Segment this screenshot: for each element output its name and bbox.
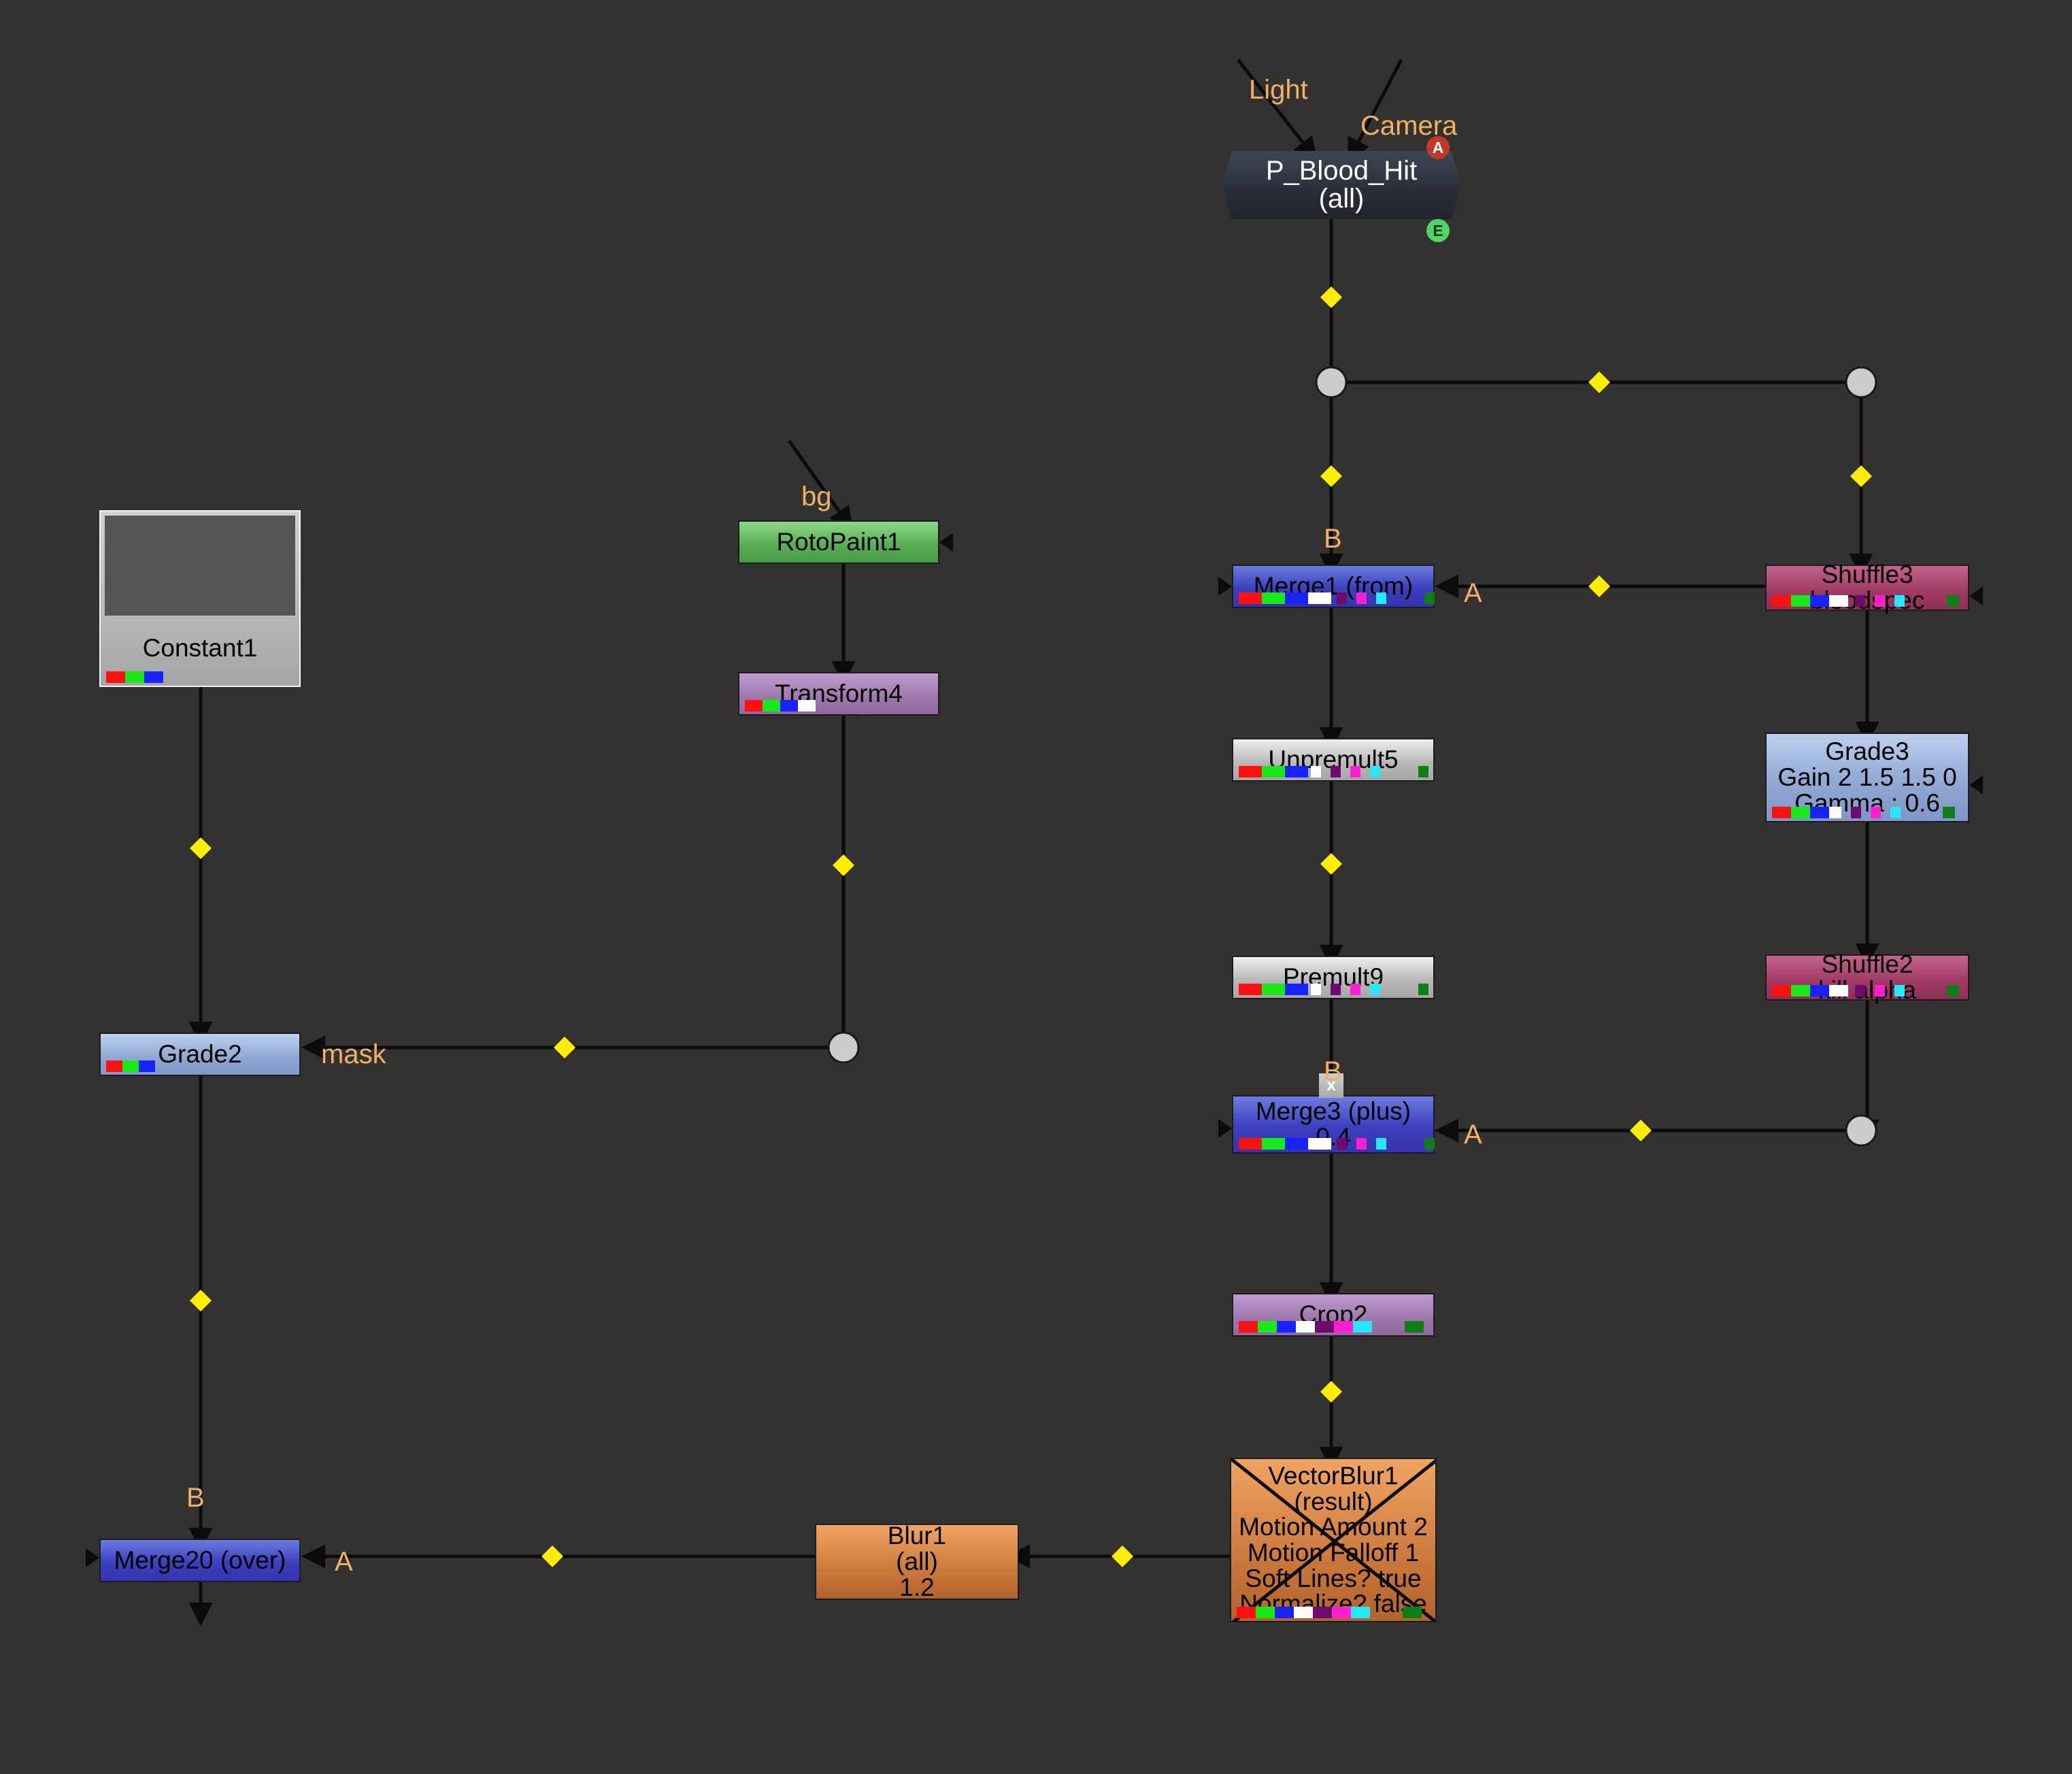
merge20-input-a-label: A bbox=[335, 1547, 353, 1577]
node-subtitle: (all) bbox=[1318, 184, 1365, 214]
node-premult9[interactable]: Premult9 bbox=[1232, 956, 1435, 999]
node-unpremult5[interactable]: Unpremult5 bbox=[1232, 738, 1435, 782]
node-vectorblur1[interactable]: VectorBlur1 (result) Motion Amount 2 Mot… bbox=[1230, 1458, 1437, 1622]
channel-swatches bbox=[1772, 595, 1959, 607]
node-title: Shuffle3 bbox=[1821, 560, 1914, 589]
channel-swatches bbox=[745, 700, 816, 712]
node-thumbnail bbox=[105, 516, 295, 616]
node-grade3[interactable]: Grade3 Gain 2 1.5 1.5 0 Gamma : 0.6 bbox=[1765, 733, 1969, 822]
node-title: Merge20 (over) bbox=[114, 1546, 286, 1575]
node-rotopaint1[interactable]: RotoPaint1 bbox=[738, 520, 939, 564]
node-crop2[interactable]: Crop2 bbox=[1232, 1293, 1435, 1337]
node-shuffle2[interactable]: Shuffle2 kill alpha bbox=[1765, 950, 1969, 1003]
node-p-blood-hit[interactable]: P_Blood_Hit (all) bbox=[1222, 151, 1461, 219]
node-title: Shuffle2 bbox=[1821, 950, 1914, 979]
channel-swatches bbox=[1237, 1607, 1422, 1618]
channel-swatches bbox=[1239, 592, 1435, 604]
node-title: P_Blood_Hit bbox=[1265, 156, 1418, 186]
node-title: Constant1 bbox=[142, 634, 258, 663]
waypoint-diamonds bbox=[190, 286, 1872, 1567]
animated-badge[interactable]: A bbox=[1426, 136, 1450, 159]
node-merge20[interactable]: Merge20 (over) bbox=[99, 1539, 301, 1582]
disabled-x-overlay bbox=[1231, 1459, 1435, 1621]
node-subtitle: (all) bbox=[896, 1547, 938, 1576]
node-title: Blur1 bbox=[887, 1522, 947, 1550]
node-title: Grade3 bbox=[1825, 737, 1909, 766]
channel-swatches bbox=[1239, 984, 1428, 995]
node-param-line: Gain 2 1.5 1.5 0 bbox=[1777, 763, 1957, 792]
node-subtitle: (result) bbox=[1294, 1487, 1373, 1516]
node-grade2[interactable]: Grade2 bbox=[99, 1033, 301, 1076]
input-label-light: Light bbox=[1249, 75, 1308, 105]
merge20-input-b-label: B bbox=[186, 1483, 205, 1513]
channel-swatches bbox=[106, 671, 163, 683]
channel-swatches bbox=[1239, 1321, 1424, 1333]
node-shuffle3[interactable]: Shuffle3 bloodspec bbox=[1765, 560, 1969, 613]
expression-badge[interactable]: E bbox=[1426, 219, 1450, 242]
channel-swatches bbox=[1239, 1138, 1435, 1150]
merge3-input-b-label: B bbox=[1324, 1056, 1342, 1086]
merge3-input-a-label: A bbox=[1464, 1120, 1482, 1150]
node-value: 1.2 bbox=[899, 1573, 935, 1601]
channel-swatches bbox=[1772, 807, 1955, 818]
input-label-bg: bg bbox=[801, 482, 832, 512]
merge1-input-a-label: A bbox=[1464, 578, 1482, 608]
channel-swatches bbox=[1239, 766, 1428, 777]
input-label-mask: mask bbox=[321, 1039, 386, 1069]
node-param-line: Motion Amount 2 bbox=[1239, 1513, 1428, 1541]
node-blur1[interactable]: Blur1 (all) 1.2 bbox=[815, 1522, 1019, 1601]
node-merge1[interactable]: Merge1 (from) bbox=[1232, 565, 1435, 608]
node-title: RotoPaint1 bbox=[776, 528, 901, 556]
node-transform4[interactable]: Transform4 bbox=[738, 672, 939, 716]
channel-swatches bbox=[1772, 985, 1959, 997]
node-title: Grade2 bbox=[158, 1040, 242, 1069]
channel-swatches bbox=[106, 1060, 155, 1072]
merge1-input-b-label: B bbox=[1324, 524, 1342, 554]
input-label-camera: Camera bbox=[1360, 111, 1458, 141]
node-title: Merge3 (plus) bbox=[1255, 1097, 1411, 1126]
node-merge3[interactable]: Merge3 (plus) 0.4 bbox=[1232, 1095, 1435, 1154]
node-constant1[interactable]: Constant1 bbox=[99, 510, 301, 687]
